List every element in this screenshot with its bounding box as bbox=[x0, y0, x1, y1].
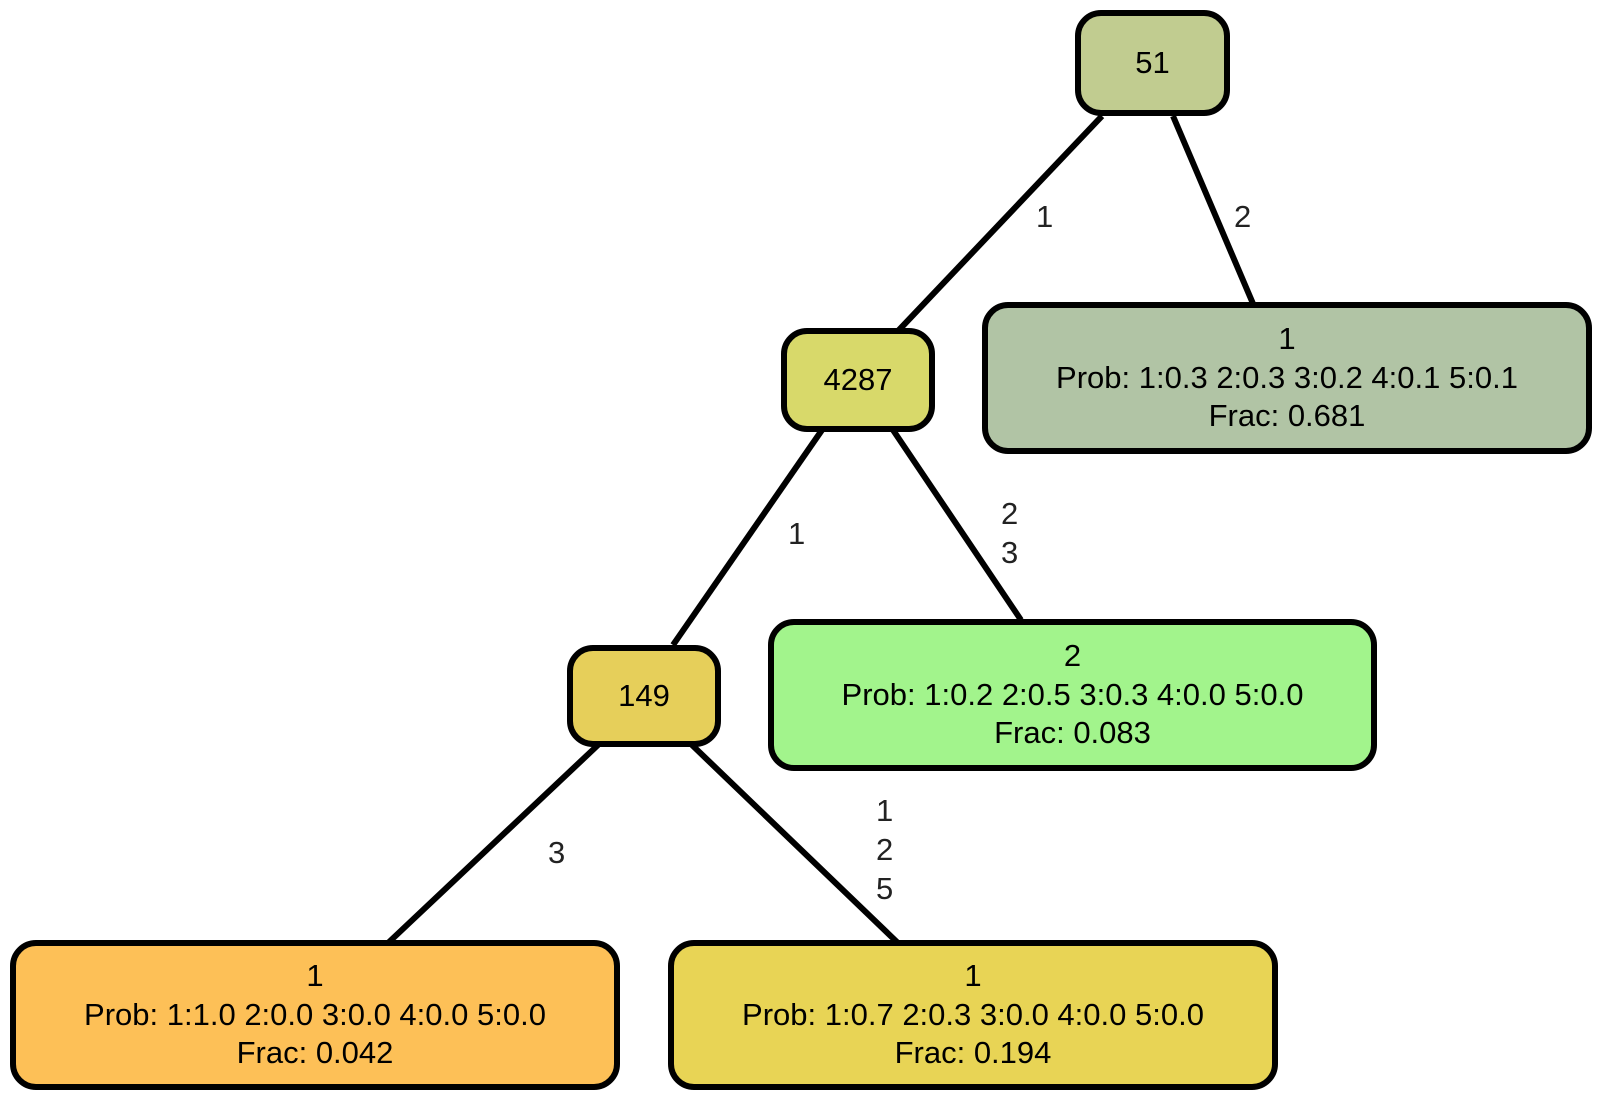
leaf-node-a: 1 Prob: 1:0.3 2:0.3 3:0.2 4:0.1 5:0.1 Fr… bbox=[982, 302, 1592, 454]
leaf-d-prob: Prob: 1:0.7 2:0.3 3:0.0 4:0.0 5:0.0 bbox=[742, 996, 1204, 1032]
edge-149-to-leaf-c bbox=[385, 742, 601, 946]
edge-label-51-leaf-a: 2 bbox=[1234, 199, 1252, 234]
leaf-c-class: 1 bbox=[306, 957, 324, 993]
leaf-d-frac: Frac: 0.194 bbox=[894, 1035, 1052, 1071]
leaf-b-class: 2 bbox=[1063, 637, 1082, 673]
edge-label-4287-leaf-b: 2 3 bbox=[1001, 496, 1019, 570]
edge-4287-to-149 bbox=[670, 428, 825, 647]
leaf-node-d: 1 Prob: 1:0.7 2:0.3 3:0.0 4:0.0 5:0.0 Fr… bbox=[668, 940, 1278, 1090]
node-51-label: 51 bbox=[1135, 44, 1170, 80]
leaf-d-class: 1 bbox=[964, 957, 982, 993]
leaf-a-frac: Frac: 0.681 bbox=[1208, 398, 1366, 434]
node-4287-label: 4287 bbox=[823, 361, 893, 397]
edge-4287-to-leaf-b bbox=[890, 428, 1024, 622]
node-51: 51 bbox=[1075, 10, 1230, 116]
leaf-node-b: 2 Prob: 1:0.2 2:0.5 3:0.3 4:0.0 5:0.0 Fr… bbox=[768, 619, 1377, 771]
leaf-node-c: 1 Prob: 1:1.0 2:0.0 3:0.0 4:0.0 5:0.0 Fr… bbox=[10, 940, 620, 1090]
leaf-a-prob: Prob: 1:0.3 2:0.3 3:0.2 4:0.1 5:0.1 bbox=[1056, 359, 1518, 395]
edge-149-to-leaf-d bbox=[689, 742, 901, 946]
leaf-c-prob: Prob: 1:1.0 2:0.0 3:0.0 4:0.0 5:0.0 bbox=[84, 996, 546, 1032]
edge-51-to-4287 bbox=[895, 113, 1105, 334]
leaf-c-frac: Frac: 0.042 bbox=[236, 1035, 394, 1071]
edge-label-149-leaf-c: 3 bbox=[548, 835, 566, 870]
edge-label-149-leaf-d: 1 2 5 bbox=[876, 793, 894, 906]
node-4287: 4287 bbox=[781, 328, 935, 432]
leaf-a-class: 1 bbox=[1278, 320, 1296, 356]
leaf-b-prob: Prob: 1:0.2 2:0.5 3:0.3 4:0.0 5:0.0 bbox=[841, 676, 1304, 712]
edge-51-to-leaf-a bbox=[1170, 114, 1257, 308]
edge-label-4287-149: 1 bbox=[788, 516, 806, 551]
node-149-label: 149 bbox=[618, 677, 670, 713]
node-149: 149 bbox=[567, 645, 721, 747]
leaf-b-frac: Frac: 0.083 bbox=[994, 715, 1151, 751]
edge-label-51-4287: 1 bbox=[1036, 199, 1054, 234]
